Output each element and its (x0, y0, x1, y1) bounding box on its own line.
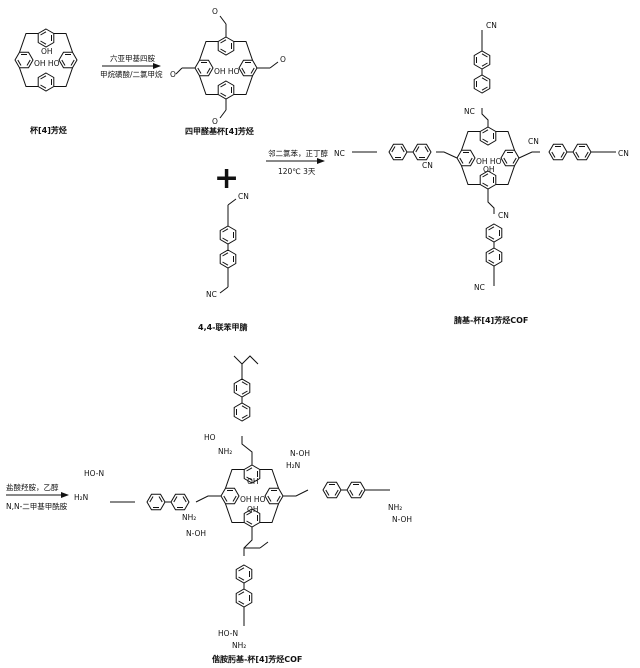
step1-reagent-bottom: 甲烷磺酸/二氯甲烷 (100, 69, 163, 79)
step3-reagent-top: 盐酸羟胺，乙醇 (6, 482, 59, 492)
ncof-cn-left: CN (422, 161, 433, 170)
arrow-step1: 六亚甲基四胺 甲烷磺酸/二氯甲烷 (100, 53, 163, 79)
biph-nc-bottom: NC (206, 290, 217, 299)
ncof-nc-up: NC (464, 107, 475, 116)
ncof-oh-label: OH HO (476, 157, 502, 166)
acof-ho-up: HO (204, 433, 216, 442)
tetra-o-top: O (212, 7, 218, 16)
step3-reagent-bottom: N,N-二甲基甲酰胺 (6, 501, 68, 511)
tetra-o-left: O (170, 70, 176, 79)
calixarene-caption: 杯[4]芳烃 (30, 125, 67, 135)
ncof-cn-right: CN (528, 137, 539, 146)
acof-hon-bottom: HO-N (218, 629, 238, 638)
step1-reagent-top: 六亚甲基四胺 (110, 53, 155, 63)
plus-sign: + (214, 161, 239, 196)
tetraaldehyde-structure: OH HO O O O O (170, 7, 286, 126)
arrow-step2: 邻二氯苯，正丁醇 120℃ 3天 (266, 148, 328, 176)
acof-oh-bottom: OH (247, 505, 259, 514)
acof-noh-right-end: N-OH (392, 515, 412, 524)
calixarene-structure: OH HO OH (15, 29, 77, 91)
ncof-cn-end: CN (618, 149, 629, 158)
ncof-nc-left: NC (334, 149, 345, 158)
acof-nh2-right: NH₂ (388, 503, 402, 512)
acof-h2n-left: H₂N (74, 493, 88, 502)
tetraaldehyde-caption: 四甲醛基杯[4]芳烃 (185, 126, 254, 136)
biphenyl-structure: CN NC (206, 192, 249, 299)
tetra-o-right: O (280, 55, 286, 64)
arrow-step3: 盐酸羟胺，乙醇 N,N-二甲基甲酰胺 (6, 482, 69, 511)
step2-reagent-top: 邻二氯苯，正丁醇 (268, 148, 328, 158)
amidoxime-cof-caption: 偕胺肟基-杯[4]芳烃COF (212, 654, 302, 664)
acof-oh-top: OH (247, 477, 259, 486)
biph-cn-top: CN (238, 192, 249, 201)
acof-h2n-right: H₂N (286, 461, 300, 470)
acof-nh2-left: NH₂ (182, 513, 196, 522)
amidoxime-cof-structure: OH HO OH OH HO NH₂ HO-N NH₂ NH₂ N-OH HO-… (74, 355, 412, 650)
ncof-oh-bottom: OH (483, 165, 495, 174)
tetra-oh-label: OH HO (214, 67, 240, 76)
acof-nh2-bottom: NH₂ (232, 641, 246, 650)
calix-oh-top: OH (41, 47, 53, 56)
ncof-cn-down: CN (498, 211, 509, 220)
tetra-o-bottom: O (212, 117, 218, 126)
ncof-nc-bottom: NC (474, 283, 485, 292)
ncof-cn-top: CN (486, 21, 497, 30)
acof-oh-label: OH HO (240, 495, 266, 504)
nitrile-cof-caption: 腈基-杯[4]芳烃COF (453, 315, 528, 325)
biphenyl-caption: 4,4-联苯甲腈 (198, 322, 248, 332)
step2-reagent-bottom: 120℃ 3天 (278, 167, 316, 176)
acof-noh-left: N-OH (186, 529, 206, 538)
calix-oh-label: OH HO (34, 59, 60, 68)
acof-hon-left: HO-N (84, 469, 104, 478)
acof-nh2-up: NH₂ (218, 447, 232, 456)
nitrile-cof-structure: OH HO OH NC CN CN NC CN NC CN CN (334, 21, 629, 292)
acof-noh-right: N-OH (290, 449, 310, 458)
